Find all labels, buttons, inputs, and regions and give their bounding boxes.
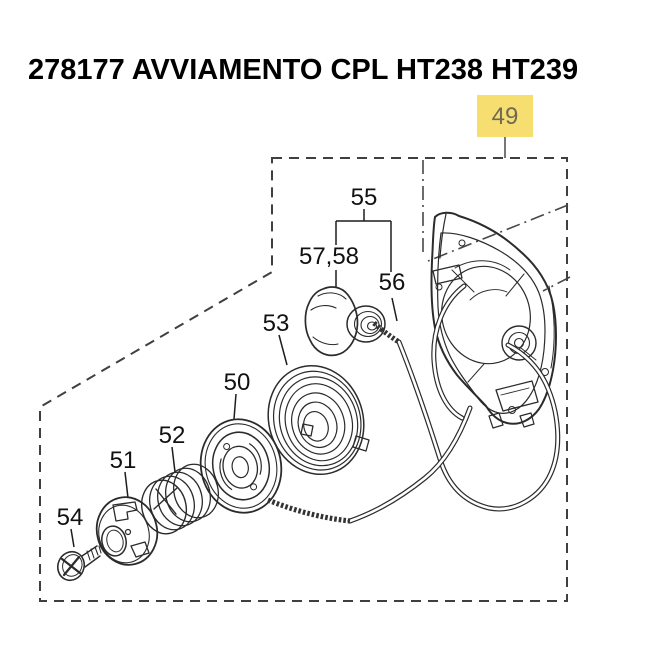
axis-centerlines bbox=[422, 160, 571, 292]
part-label-50: 50 bbox=[224, 369, 251, 396]
part-labels: 55 57,58 56 53 50 52 51 54 bbox=[57, 184, 406, 531]
part-label-51: 51 bbox=[110, 447, 137, 474]
highlighted-callout-49[interactable]: 49 bbox=[477, 95, 533, 158]
highlight-box[interactable] bbox=[477, 95, 533, 137]
rope-braided-end-pulley bbox=[267, 497, 351, 524]
starter-rope-56-drawing bbox=[267, 283, 561, 524]
rope-grommet-washers bbox=[346, 305, 386, 343]
leader-lines bbox=[70, 209, 398, 548]
page-title: 278177 AVVIAMENTO CPL HT238 HT239 bbox=[28, 54, 578, 86]
rewind-spring-53-drawing bbox=[267, 364, 370, 476]
rope-pulley-50-drawing bbox=[199, 418, 283, 514]
part-label-49[interactable]: 49 bbox=[492, 103, 519, 130]
screw-54-drawing bbox=[56, 545, 102, 582]
coil-spring-52-drawing bbox=[140, 463, 219, 535]
part-label-55: 55 bbox=[351, 184, 378, 211]
starter-grip-57-58-drawing bbox=[304, 286, 386, 357]
assembly-boundary-outline bbox=[39, 157, 568, 602]
pulley-cap-51-drawing bbox=[95, 496, 159, 566]
part-label-57-58: 57,58 bbox=[299, 243, 359, 270]
rope-braided-end-grip bbox=[372, 321, 401, 345]
part-label-53: 53 bbox=[263, 310, 290, 337]
part-label-52: 52 bbox=[159, 422, 186, 449]
part-label-56: 56 bbox=[379, 269, 406, 296]
starter-housing-49-drawing bbox=[430, 211, 557, 429]
part-label-54: 54 bbox=[57, 504, 84, 531]
